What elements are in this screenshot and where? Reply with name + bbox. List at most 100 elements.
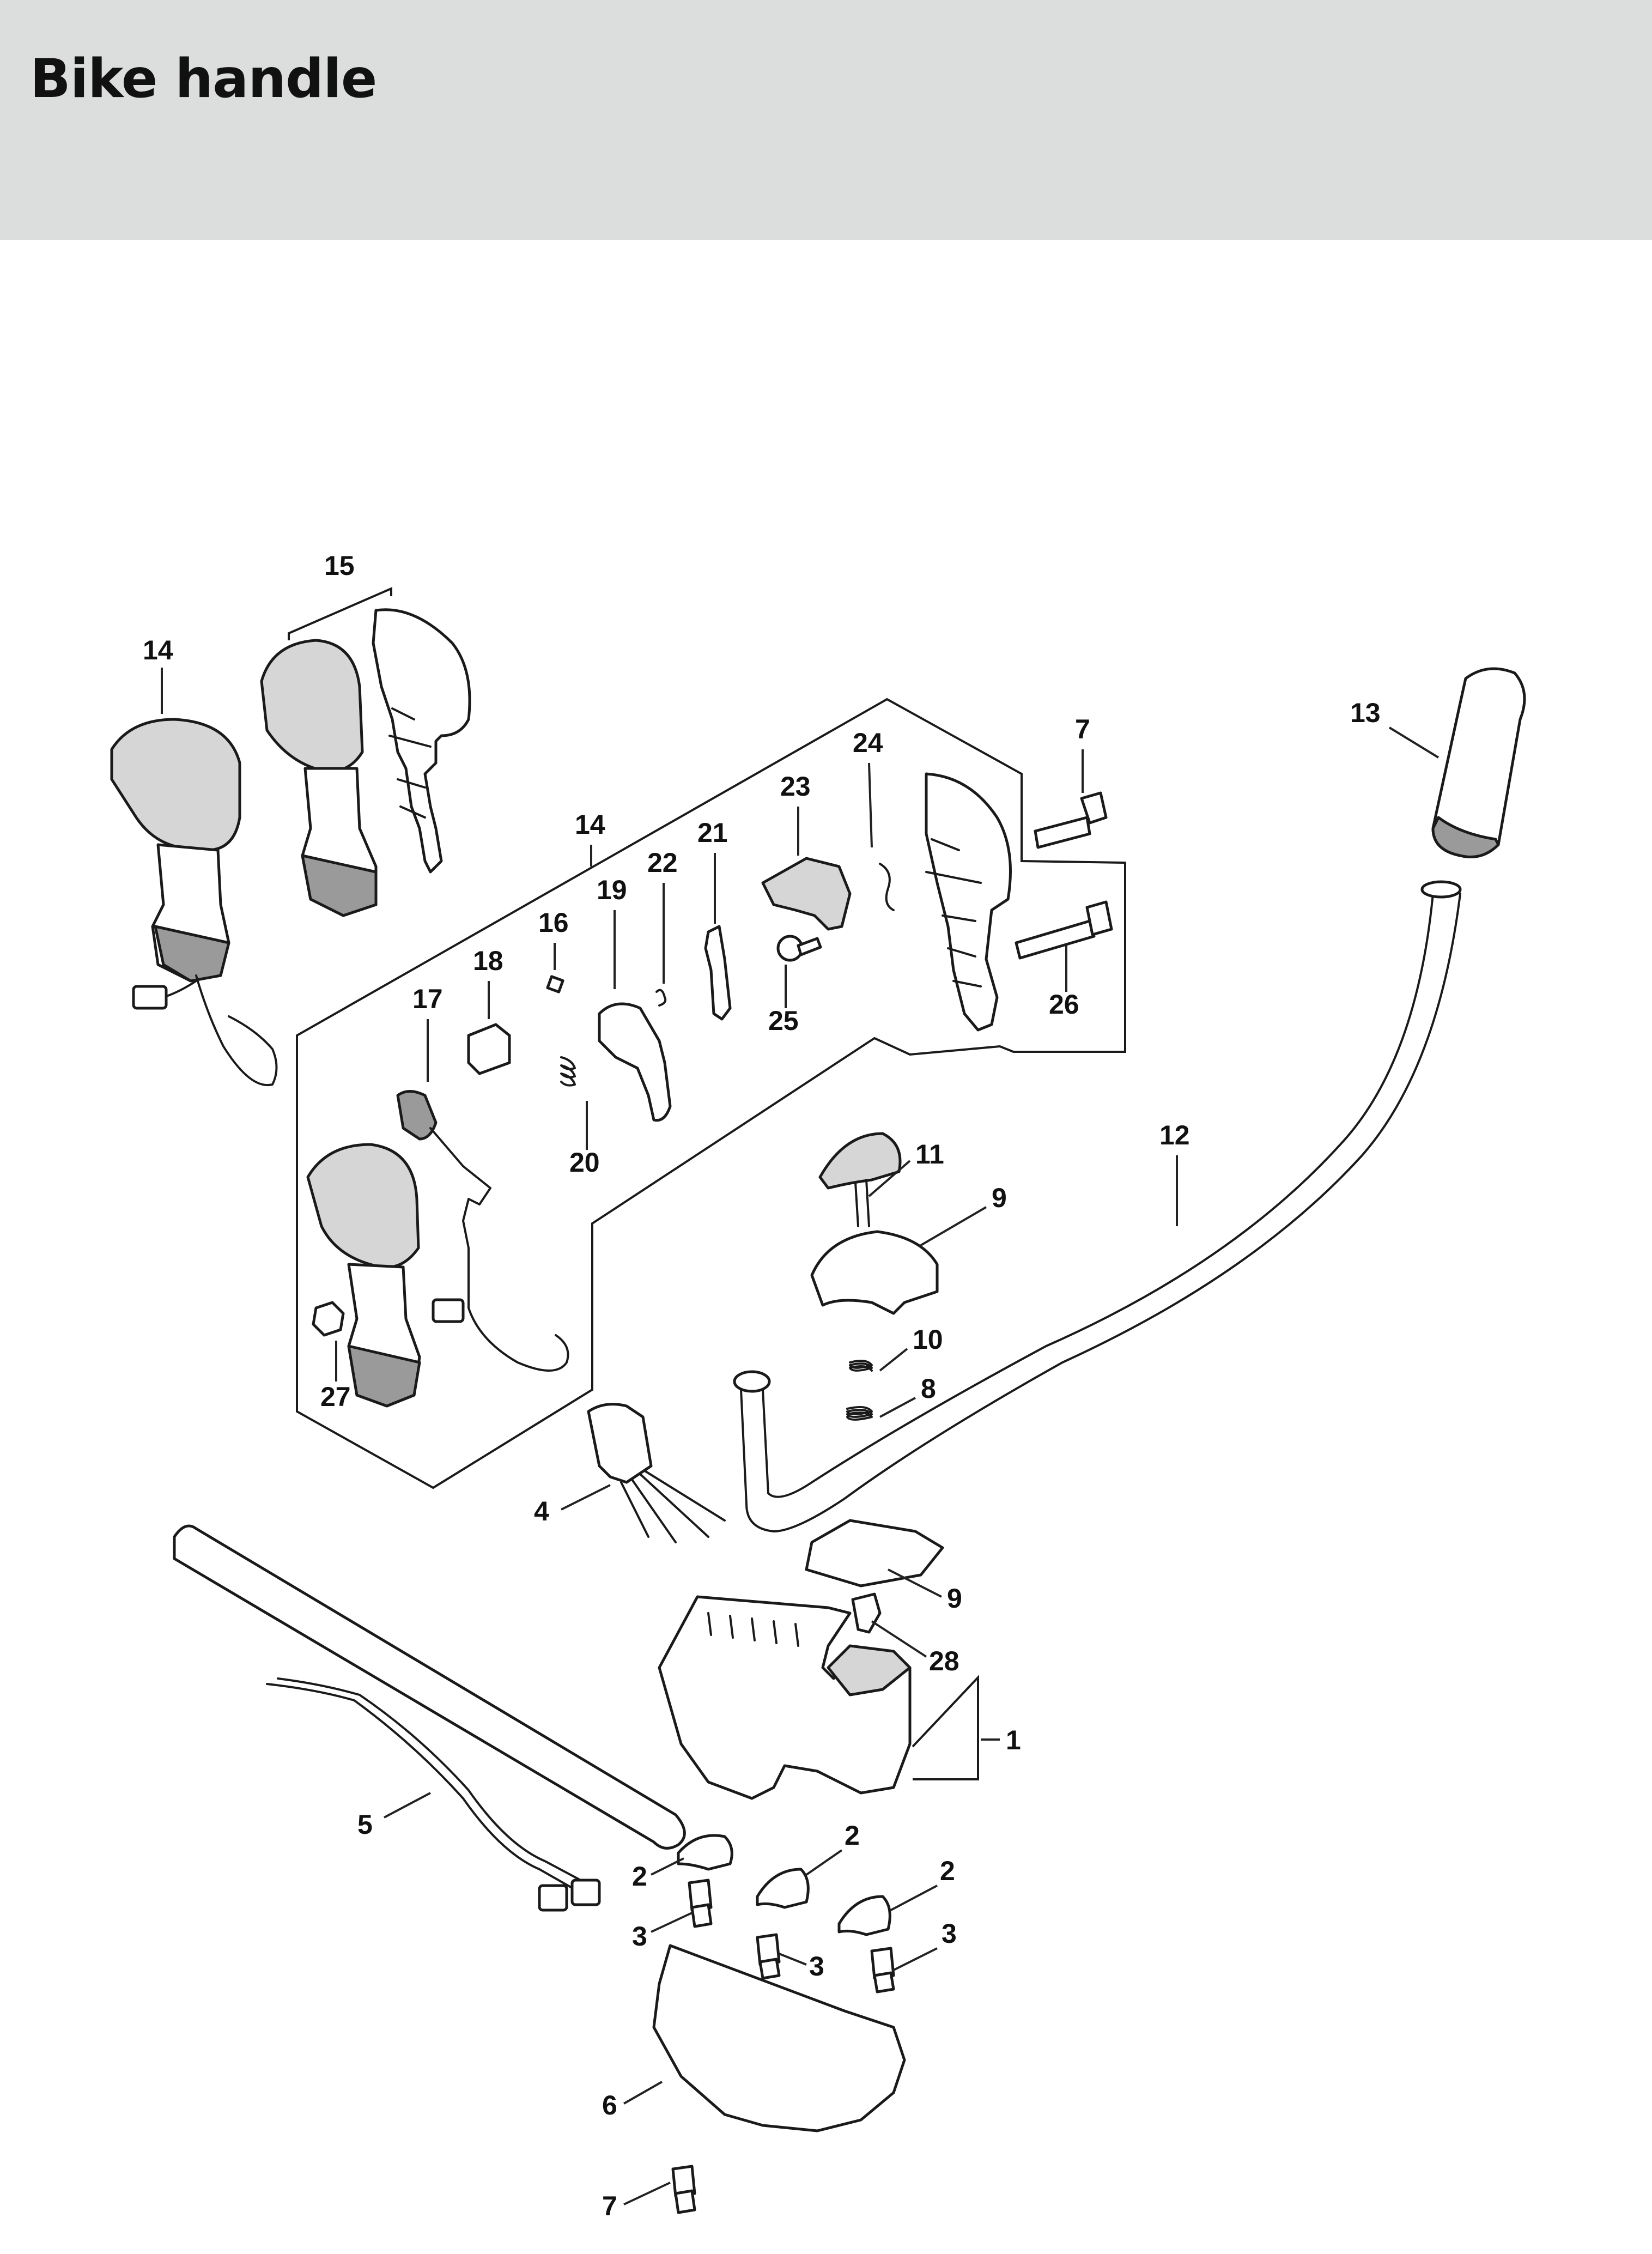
- callout-13: 13: [1350, 698, 1440, 759]
- part-15-handle-housing: [260, 608, 471, 917]
- part-25-screw: [776, 935, 822, 962]
- part-20-spring: [560, 1056, 576, 1087]
- callout-3b: 3: [779, 1951, 824, 1982]
- svg-text:1: 1: [1006, 1725, 1021, 1755]
- callout-18: 18: [473, 946, 503, 1019]
- part-10-spring: [849, 1359, 873, 1372]
- callout-1: 1: [981, 1725, 1021, 1755]
- assembly-14-frame: [296, 698, 1126, 1489]
- callout-26: 26: [1049, 946, 1079, 1020]
- callout-20: 20: [569, 1101, 600, 1178]
- part-19-lockout-lever: [598, 1002, 672, 1122]
- callout-2c: 2: [890, 1856, 955, 1911]
- svg-text:18: 18: [473, 946, 503, 976]
- part-2-clip-c: [837, 1895, 891, 1936]
- svg-text:2: 2: [845, 1820, 860, 1851]
- part-8-spring: [846, 1405, 873, 1421]
- svg-text:11: 11: [915, 1139, 944, 1170]
- part-26-screw: [1015, 900, 1113, 960]
- callout-24: 24: [853, 728, 883, 848]
- part-28-insert: [851, 1592, 882, 1634]
- svg-text:14: 14: [575, 809, 605, 840]
- svg-text:7: 7: [1075, 714, 1090, 744]
- callout-9a: 9: [920, 1183, 1007, 1246]
- svg-text:3: 3: [632, 1921, 647, 1952]
- callout-23: 23: [780, 771, 811, 856]
- callout-14b: 14: [575, 809, 605, 867]
- callout-15: 15: [324, 550, 355, 581]
- svg-text:15: 15: [324, 550, 355, 581]
- part-16-magnet: [546, 975, 564, 993]
- callout-7b: 7: [602, 2182, 671, 2221]
- svg-text:20: 20: [569, 1147, 600, 1178]
- callout-2b: 2: [805, 1820, 860, 1876]
- callouts: 15 14 14 7 13 24 23 21 22 19 16 18 17 25…: [143, 550, 1440, 2221]
- part-21-lever: [704, 925, 732, 1021]
- svg-text:14: 14: [143, 635, 173, 665]
- svg-text:9: 9: [992, 1183, 1007, 1213]
- callout-12: 12: [1159, 1120, 1190, 1226]
- callout-8: 8: [879, 1373, 936, 1418]
- part-4-connector: [587, 1403, 726, 1543]
- callout-7a: 7: [1075, 714, 1090, 793]
- svg-text:16: 16: [538, 907, 569, 938]
- callout-27: 27: [320, 1341, 351, 1412]
- callout-6: 6: [602, 2081, 663, 2120]
- part-7-screw-top: [1034, 791, 1108, 849]
- svg-text:23: 23: [780, 771, 811, 802]
- part-18-switch: [467, 1023, 511, 1075]
- svg-text:13: 13: [1350, 698, 1381, 728]
- svg-text:5: 5: [357, 1809, 373, 1840]
- callout-2a: 2: [632, 1857, 684, 1892]
- callout-14a: 14: [143, 635, 173, 714]
- callout-11: 11: [868, 1139, 944, 1197]
- part-9-clamp-upper: [810, 1230, 939, 1315]
- callout-3c: 3: [893, 1918, 957, 1971]
- callout-22: 22: [647, 847, 678, 984]
- part-14-right-housing: [925, 772, 1012, 1032]
- svg-text:22: 22: [647, 847, 678, 878]
- svg-text:27: 27: [320, 1382, 351, 1412]
- part-3-screws: [688, 1879, 895, 1994]
- callout-9b: 9: [888, 1568, 962, 1614]
- svg-text:7: 7: [602, 2191, 617, 2221]
- svg-text:4: 4: [534, 1496, 549, 1526]
- callout-16: 16: [538, 907, 569, 970]
- svg-text:10: 10: [913, 1324, 943, 1355]
- part-14-control-handle-left: [110, 718, 278, 1087]
- bracket-15: [288, 586, 392, 640]
- part-14-left-grip-inner: [306, 1143, 421, 1408]
- part-5-shaft-and-harness: [173, 1524, 686, 1912]
- part-1-handle-housing: [658, 1595, 912, 1800]
- svg-text:28: 28: [929, 1646, 959, 1676]
- callout-21: 21: [697, 817, 728, 924]
- part-23-throttle-trigger: [761, 857, 852, 931]
- part-2-clip-a: [677, 1834, 733, 1871]
- callout-10: 10: [879, 1324, 943, 1372]
- callout-28: 28: [871, 1620, 959, 1676]
- callout-3a: 3: [632, 1912, 693, 1952]
- svg-text:25: 25: [768, 1005, 799, 1036]
- svg-text:3: 3: [809, 1951, 824, 1982]
- callout-17: 17: [412, 984, 443, 1082]
- svg-text:19: 19: [597, 875, 627, 905]
- svg-text:21: 21: [697, 817, 728, 848]
- svg-text:6: 6: [602, 2090, 617, 2120]
- part-24-spring: [879, 863, 895, 911]
- part-11-clamp-screw: [818, 1132, 902, 1227]
- part-17-stop-switch: [396, 1090, 569, 1372]
- page-title: Bike handle: [30, 48, 377, 110]
- callout-4: 4: [534, 1484, 611, 1526]
- callout-19: 19: [597, 875, 627, 989]
- part-12-handlebar: [733, 880, 1462, 1532]
- svg-text:12: 12: [1159, 1120, 1190, 1150]
- svg-text:24: 24: [853, 728, 883, 758]
- svg-text:2: 2: [940, 1856, 955, 1886]
- header-bar: Bike handle: [0, 0, 1652, 240]
- part-2-clip-b: [756, 1868, 810, 1909]
- part-6-lower-housing: [652, 1944, 906, 2132]
- callout-5: 5: [357, 1792, 431, 1840]
- svg-text:2: 2: [632, 1861, 647, 1892]
- part-13-grip: [1431, 667, 1526, 858]
